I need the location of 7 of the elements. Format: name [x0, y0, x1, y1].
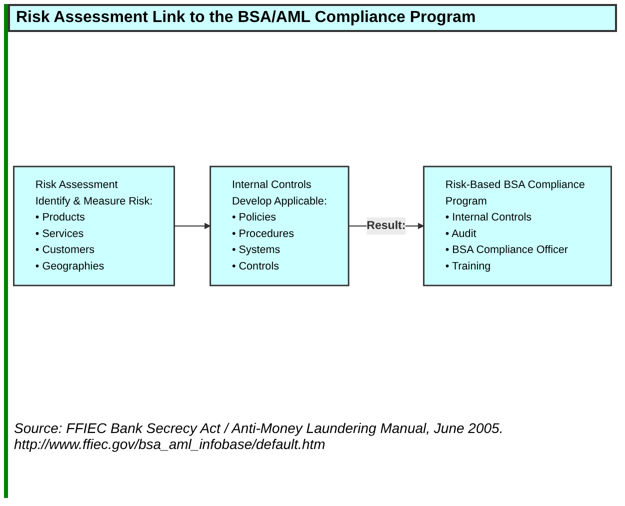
- arrow: [174, 222, 211, 230]
- title-banner: Risk Assessment Link to the BSA/AML Compliance Program: [8, 4, 617, 32]
- node-box: Risk Assessment Identify & Measure Risk: • Products • Services • Customers • Geographies: [13, 166, 175, 286]
- source-caption: Source: FFIEC Bank Secrecy Act / Anti-Money Laundering Manual, June 2005. http://www.ffiec.gov/bsa_aml_infobase/default.htm: [13, 419, 504, 454]
- node-box: Internal Controls Develop Applicable: • Policies • Procedures • Systems • Controls: [210, 166, 350, 286]
- node-box: Risk-Based BSA Compliance Program • Internal Controls • Audit • BSA Compliance Officer • Training: [423, 166, 612, 286]
- edge-label: Result:: [366, 220, 406, 232]
